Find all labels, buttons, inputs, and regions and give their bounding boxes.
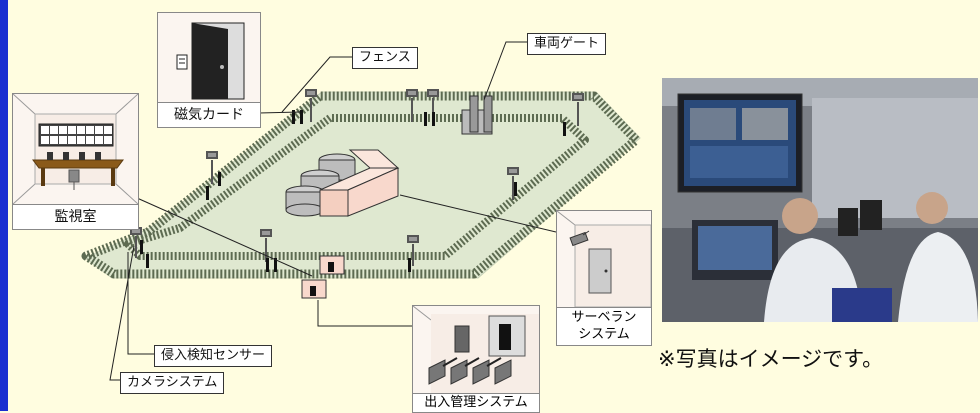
magnetic-card-label: 磁気カード [158, 102, 260, 127]
sensor-icon [140, 110, 566, 272]
door-icon [588, 248, 612, 294]
vehicle-gate-label: 車両ゲート [527, 33, 607, 55]
surveillance-panel: サーベラン システム [556, 210, 652, 346]
outer-fence [81, 91, 641, 279]
monitoring-room-panel: 監視室 [12, 93, 139, 230]
door-icon [176, 22, 245, 100]
accent-bar [0, 0, 8, 411]
photo-note: ※写真はイメージです。 [658, 347, 884, 371]
leader-lines [109, 41, 557, 381]
guard-house [301, 255, 345, 299]
camera-system-label: カメラシステム [120, 372, 225, 394]
gate-icon [461, 95, 493, 135]
building-icon [319, 149, 400, 217]
access-control-panel: 出入管理システム [412, 305, 540, 413]
room-illustration [12, 93, 139, 205]
operator-2 [898, 192, 978, 322]
fence-label: フェンス [352, 47, 418, 69]
chair-icon [68, 169, 80, 190]
monitor-wall-icon [38, 123, 114, 147]
camera-icon [569, 230, 590, 247]
control-room-photo [662, 78, 978, 322]
surveillance-label: サーベラン システム [557, 307, 651, 345]
tank-icon [285, 153, 356, 217]
surveillance-illustration [556, 210, 652, 308]
access-control-label: 出入管理システム [413, 393, 539, 412]
monitoring-room-label: 監視室 [13, 204, 138, 229]
card-reader-icon [176, 54, 188, 70]
desk-icon [32, 152, 124, 186]
large-monitor [677, 93, 803, 193]
light-pole-icon [130, 89, 584, 266]
inner-fence [124, 114, 589, 260]
turnstile-icon [428, 357, 512, 385]
access-control-illustration [412, 305, 539, 396]
intrusion-sensor-label: 侵入検知センサー [154, 345, 273, 367]
magnetic-card-panel: 磁気カード [157, 12, 261, 128]
